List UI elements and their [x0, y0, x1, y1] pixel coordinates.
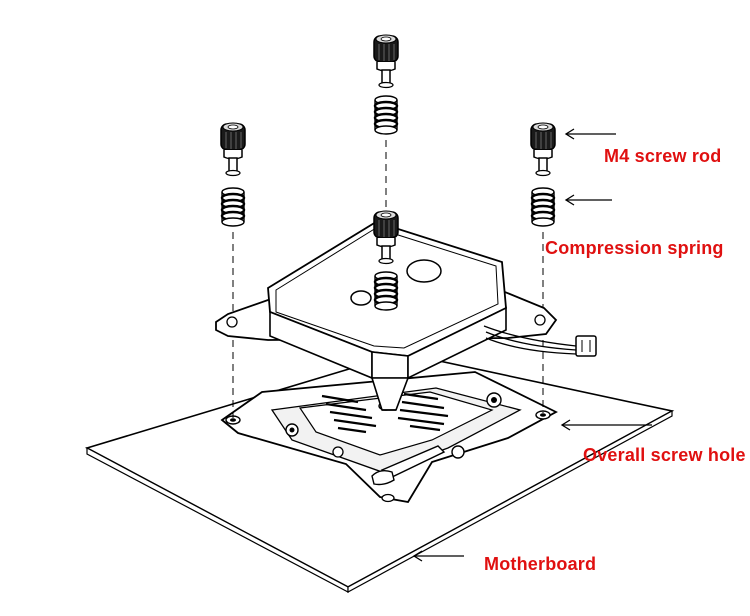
- pointer-arrows: [412, 128, 652, 562]
- arrow-screw-hole: [560, 419, 652, 431]
- socket-frame: [220, 371, 558, 503]
- screw-center-top: [373, 34, 399, 89]
- screw-left: [220, 122, 246, 177]
- label-compression-spring: Compression spring: [545, 238, 724, 258]
- spring-center-block: [373, 270, 399, 312]
- label-screw-hole: Overall screw hole: [583, 445, 746, 465]
- arrow-spring: [564, 194, 612, 206]
- screw-right: [530, 122, 556, 177]
- spring-left: [220, 186, 246, 228]
- arrow-screw-rod: [564, 128, 616, 140]
- spring-right: [530, 186, 556, 228]
- label-motherboard: Motherboard: [484, 554, 596, 574]
- label-screw-rod: M4 screw rod: [604, 146, 721, 166]
- spring-center-top: [373, 94, 399, 136]
- arrow-motherboard: [412, 550, 464, 562]
